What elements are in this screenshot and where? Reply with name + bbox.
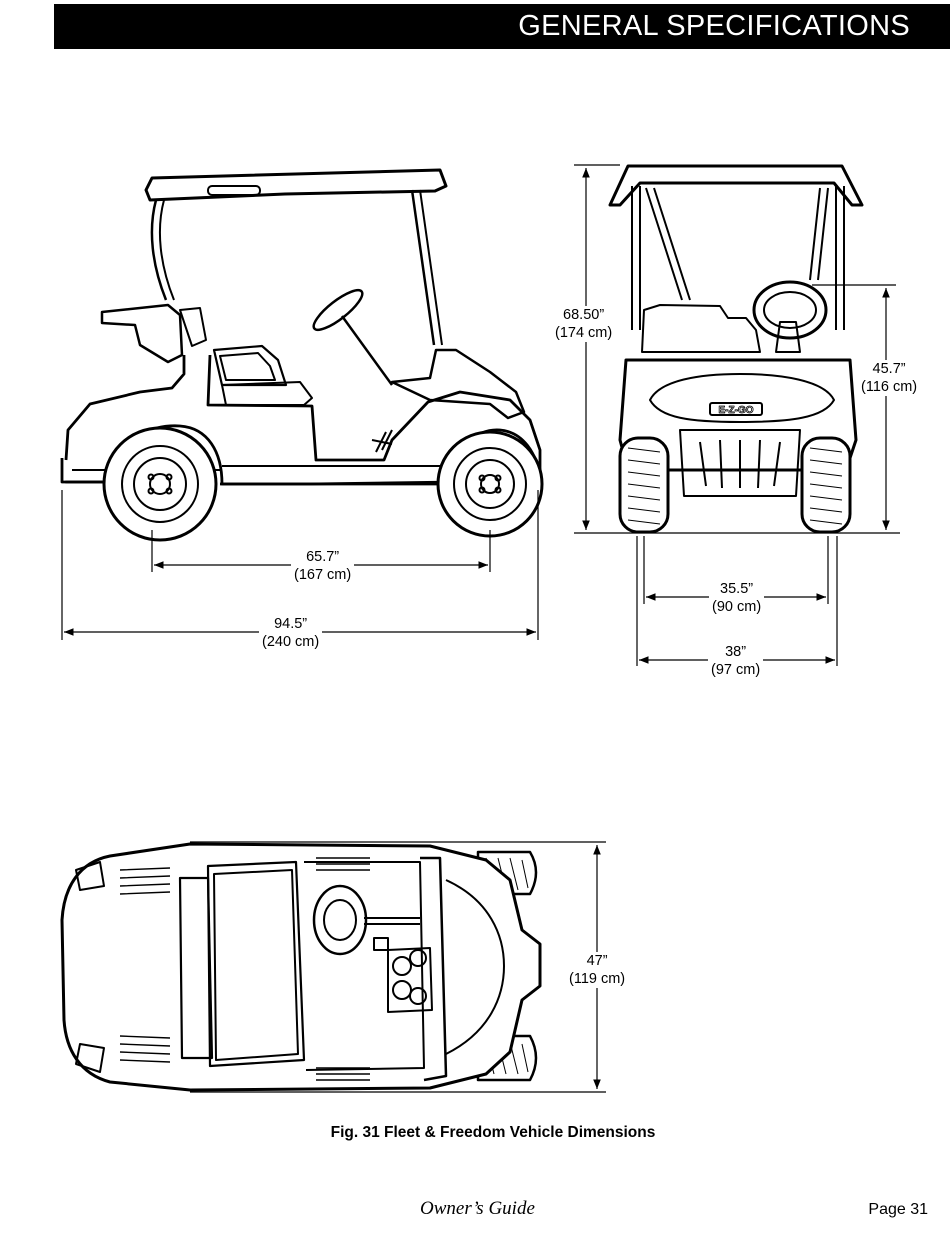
seat-height-in: 45.7” — [872, 361, 906, 377]
side-view — [60, 168, 544, 542]
overall-height-in: 68.50” — [563, 307, 605, 323]
top-width-label: 47” (119 cm) — [566, 952, 629, 988]
top-width-in: 47” — [586, 953, 608, 969]
top-width-cm: (119 cm) — [569, 971, 626, 987]
seat-height-label: 45.7” (116 cm) — [858, 360, 921, 396]
wheelbase-cm: (167 cm) — [294, 567, 352, 583]
wheelbase-in: 65.7” — [306, 549, 340, 565]
overall-length-label: 94.5” (240 cm) — [259, 615, 323, 651]
overall-height-cm: (174 cm) — [555, 325, 613, 341]
overall-width-label: 38” (97 cm) — [708, 643, 764, 679]
header-bar: GENERAL SPECIFICATIONS — [54, 4, 950, 49]
overall-length-in: 94.5” — [274, 616, 308, 632]
front-track-cm: (90 cm) — [712, 599, 762, 615]
overall-width-cm: (97 cm) — [711, 662, 761, 678]
overall-width-in: 38” — [725, 644, 747, 660]
section-title: GENERAL SPECIFICATIONS — [518, 10, 910, 42]
figure-caption: Fig. 31 Fleet & Freedom Vehicle Dimensio… — [330, 1124, 656, 1141]
wheelbase-label: 65.7” (167 cm) — [291, 548, 355, 584]
front-track-in: 35.5” — [720, 581, 754, 597]
front-view: E-Z-GO — [608, 164, 864, 534]
top-view — [60, 842, 542, 1092]
seat-height-cm: (116 cm) — [861, 379, 918, 395]
footer-page-number: Page 31 — [868, 1201, 928, 1218]
overall-length-cm: (240 cm) — [262, 634, 320, 650]
overall-height-label: 68.50” (174 cm) — [552, 306, 616, 342]
brand-badge: E-Z-GO — [719, 405, 754, 416]
footer-guide-title: Owner’s Guide — [420, 1198, 535, 1219]
front-track-label: 35.5” (90 cm) — [709, 580, 765, 616]
